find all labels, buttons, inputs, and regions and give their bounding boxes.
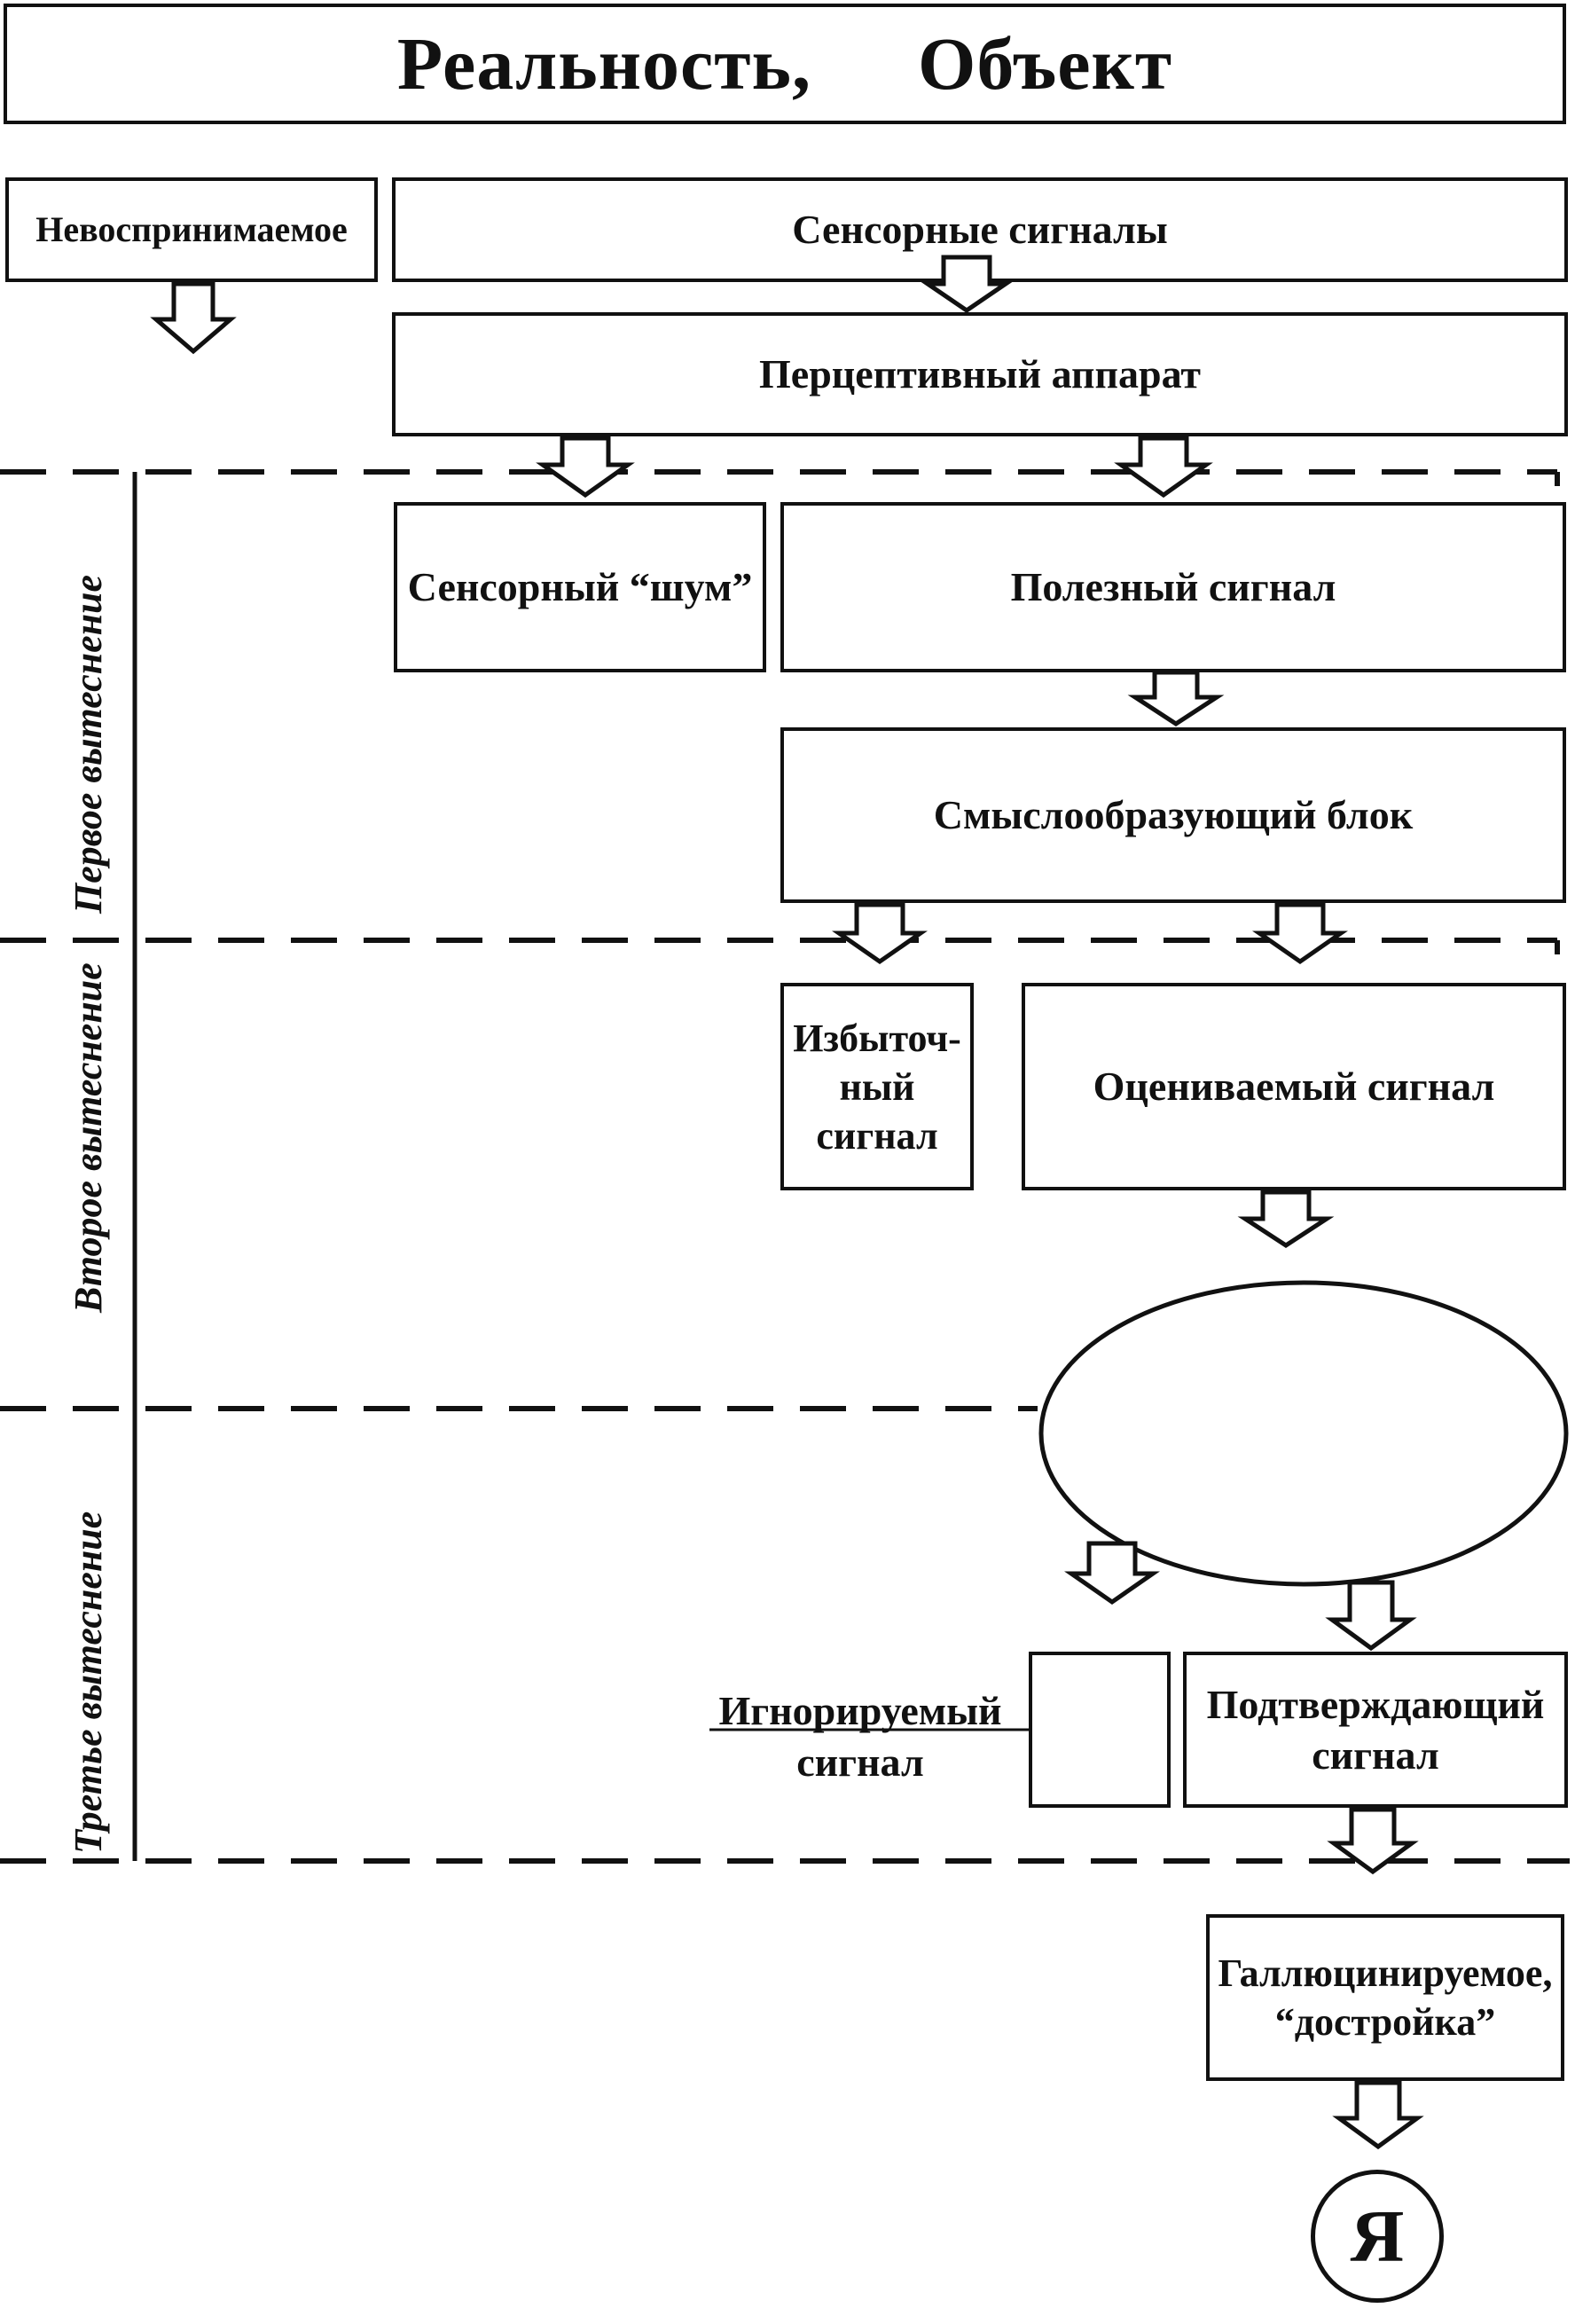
arrow-evaluated-to-reference xyxy=(1237,1189,1335,1248)
perceptive-apparatus-label: Перцептивный аппарат xyxy=(759,351,1201,397)
diagram-title-box: Реальность, Объект xyxy=(4,4,1566,124)
arrow-reference-to-ignored xyxy=(1064,1541,1160,1606)
sense-forming-block-box: Смыслообразующий блок xyxy=(780,727,1566,903)
reference-oval xyxy=(1038,1280,1569,1587)
self-label: Я xyxy=(1350,2194,1405,2278)
arrow-sensory-to-perceptive xyxy=(920,255,1014,314)
arrow-sense-to-redundant xyxy=(832,902,928,965)
hallucinated-box: Галлюцинируемое, “достройка” xyxy=(1206,1914,1564,2081)
hallucinated-label: Галлюцинируемое, “достройка” xyxy=(1218,1951,1553,2044)
arrow-confirming-to-hallucinated xyxy=(1327,1807,1419,1875)
redundant-signal-box: Избыточ- ный сигнал xyxy=(780,983,974,1190)
arrow-perceptive-to-useful xyxy=(1114,436,1213,499)
confirming-signal-box: Подтверждающий сигнал xyxy=(1183,1652,1568,1808)
sensory-signals-label: Сенсорные сигналы xyxy=(792,207,1168,253)
sensory-noise-box: Сенсорный “шум” xyxy=(394,502,766,672)
useful-signal-label: Полезный сигнал xyxy=(1010,564,1336,610)
evaluated-signal-box: Оцениваемый сигнал xyxy=(1022,983,1566,1190)
arrow-unperceived-down xyxy=(150,281,237,355)
confirming-signal-label: Подтверждающий сигнал xyxy=(1206,1681,1545,1778)
sense-forming-block-label: Смыслообразующий блок xyxy=(933,792,1414,838)
unperceived-label: Невоспринимаемое xyxy=(35,209,348,249)
ignored-signal-label: Игнорируемый сигнал xyxy=(718,1688,1002,1785)
perceptive-apparatus-box: Перцептивный аппарат xyxy=(392,312,1568,436)
ignored-signal-empty-box xyxy=(1029,1652,1171,1808)
title-object: Объект xyxy=(917,22,1173,106)
arrow-perceptive-to-noise xyxy=(536,436,635,499)
self-circle: Я xyxy=(1311,2170,1444,2303)
arrow-sense-to-evaluated xyxy=(1252,902,1348,965)
evaluated-signal-label: Оцениваемый сигнал xyxy=(1093,1064,1495,1110)
unperceived-box: Невоспринимаемое xyxy=(5,177,378,282)
arrow-reference-to-confirming xyxy=(1325,1580,1417,1652)
useful-signal-box: Полезный сигнал xyxy=(780,502,1566,672)
sensory-noise-label: Сенсорный “шум” xyxy=(407,564,753,610)
arrow-hallucinated-to-self xyxy=(1332,2080,1424,2150)
redundant-signal-label: Избыточ- ный сигнал xyxy=(793,1016,961,1158)
arrow-useful-to-sense xyxy=(1127,670,1225,726)
title-reality: Реальность, xyxy=(396,22,811,106)
